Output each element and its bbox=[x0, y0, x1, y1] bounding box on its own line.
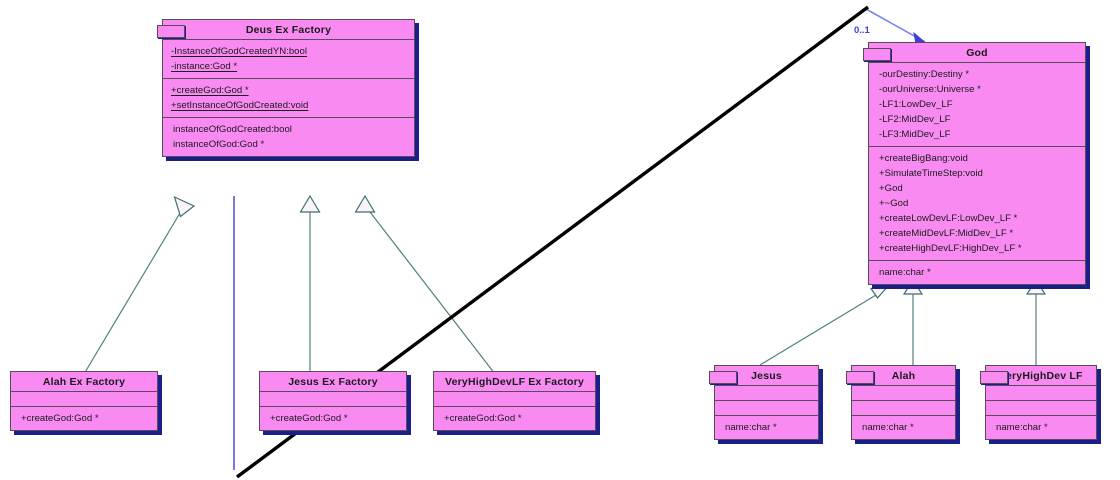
class-title: Alah Ex Factory bbox=[42, 376, 126, 388]
attributes-compartment: -InstanceOfGodCreatedYN:bool -instance:G… bbox=[163, 39, 414, 78]
operations-compartment bbox=[852, 400, 955, 415]
extra-compartment: name:char * bbox=[715, 415, 818, 439]
class-alah-ex-factory[interactable]: Alah Ex Factory +createGod:God * bbox=[10, 371, 158, 431]
attributes-compartment bbox=[986, 385, 1096, 400]
extra-compartment: name:char * bbox=[986, 415, 1096, 439]
class-title: Deus Ex Factory bbox=[245, 24, 332, 36]
class-tab-icon bbox=[846, 371, 874, 384]
extra-compartment: instanceOfGodCreated:bool instanceOfGod:… bbox=[163, 117, 414, 156]
generalization-jesus bbox=[759, 284, 891, 366]
attribute-row: -InstanceOfGodCreatedYN:bool bbox=[171, 45, 307, 57]
class-title: God bbox=[966, 47, 988, 59]
operation-row: +createGod:God * bbox=[171, 84, 249, 96]
operation-row: +God bbox=[879, 182, 903, 194]
attributes-compartment bbox=[434, 391, 595, 406]
attributes-compartment bbox=[11, 391, 157, 406]
operation-row: +SimulateTimeStep:void bbox=[879, 167, 983, 179]
class-veryhighdevlf-ex-factory[interactable]: VeryHighDevLF Ex Factory +createGod:God … bbox=[433, 371, 596, 431]
attributes-compartment bbox=[260, 391, 406, 406]
attribute-row: -LF3:MidDev_LF bbox=[879, 128, 951, 140]
operation-row: +createBigBang:void bbox=[879, 152, 968, 164]
generalization-veryhighdevlf-ex-factory bbox=[354, 194, 496, 375]
attribute-row: -instance:God * bbox=[171, 60, 238, 72]
extra-compartment: name:char * bbox=[869, 260, 1085, 284]
operations-compartment bbox=[986, 400, 1096, 415]
association-multiplicity-label: 0..1 bbox=[854, 25, 870, 36]
operations-compartment: +createBigBang:void +SimulateTimeStep:vo… bbox=[869, 146, 1085, 260]
extra-row: name:char * bbox=[996, 421, 1048, 433]
class-tab-icon bbox=[709, 371, 737, 384]
class-deus-ex-factory[interactable]: Deus Ex Factory -InstanceOfGodCreatedYN:… bbox=[157, 19, 415, 157]
operations-compartment: +createGod:God * +setInstanceOfGodCreate… bbox=[163, 78, 414, 117]
class-god[interactable]: God -ourDestiny:Destiny * -ourUniverse:U… bbox=[863, 42, 1086, 285]
generalization-alah-ex-factory bbox=[83, 195, 196, 375]
operation-row: +~God bbox=[879, 197, 909, 209]
generalization-jesus-ex-factory bbox=[299, 194, 321, 374]
attributes-compartment: -ourDestiny:Destiny * -ourUniverse:Unive… bbox=[869, 62, 1085, 146]
class-tab-icon bbox=[157, 25, 185, 38]
class-title: Alah bbox=[891, 370, 916, 382]
generalization-veryhighdev-lf bbox=[1025, 278, 1047, 365]
extra-row: instanceOfGodCreated:bool bbox=[173, 123, 292, 135]
operation-row: +createGod:God * bbox=[270, 412, 348, 424]
operation-row: +createHighDevLF:HighDev_LF * bbox=[879, 242, 1022, 254]
extra-row: name:char * bbox=[862, 421, 914, 433]
extra-row: name:char * bbox=[725, 421, 777, 433]
operation-row: +createLowDevLF:LowDev_LF * bbox=[879, 212, 1018, 224]
attribute-row: -LF2:MidDev_LF bbox=[879, 113, 951, 125]
class-title: Jesus Ex Factory bbox=[288, 376, 378, 388]
class-tab-icon bbox=[863, 48, 891, 61]
extra-row: instanceOfGod:God * bbox=[173, 138, 265, 150]
attributes-compartment bbox=[715, 385, 818, 400]
operation-row: +setInstanceOfGodCreated:void bbox=[171, 99, 309, 111]
attributes-compartment bbox=[852, 385, 955, 400]
extra-compartment: name:char * bbox=[852, 415, 955, 439]
operation-row: +createMidDevLF:MidDev_LF * bbox=[879, 227, 1014, 239]
class-jesus-ex-factory[interactable]: Jesus Ex Factory +createGod:God * bbox=[259, 371, 407, 431]
attribute-row: -ourDestiny:Destiny * bbox=[879, 68, 970, 80]
extra-row: name:char * bbox=[879, 266, 931, 278]
generalization-alah bbox=[902, 278, 924, 365]
class-title: VeryHighDevLF Ex Factory bbox=[444, 376, 584, 388]
class-title: VeryHighDev LF bbox=[999, 370, 1083, 382]
class-veryhighdev-lf[interactable]: VeryHighDev LF name:char * bbox=[980, 365, 1097, 440]
operation-row: +createGod:God * bbox=[21, 412, 99, 424]
class-jesus[interactable]: Jesus name:char * bbox=[709, 365, 819, 440]
operations-compartment: +createGod:God * bbox=[260, 406, 406, 430]
class-tab-icon bbox=[980, 371, 1008, 384]
operations-compartment: +createGod:God * bbox=[11, 406, 157, 430]
operation-row: +createGod:God * bbox=[444, 412, 522, 424]
attribute-row: -LF1:LowDev_LF bbox=[879, 98, 953, 110]
operations-compartment: +createGod:God * bbox=[434, 406, 595, 430]
attribute-row: -ourUniverse:Universe * bbox=[879, 83, 981, 95]
class-alah[interactable]: Alah name:char * bbox=[846, 365, 956, 440]
operations-compartment bbox=[715, 400, 818, 415]
